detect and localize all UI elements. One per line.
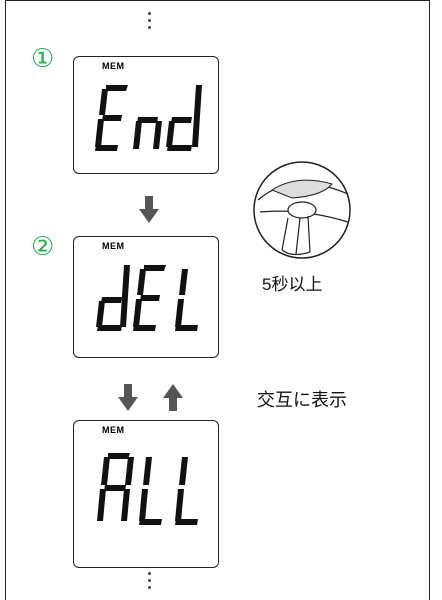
diagram-frame <box>5 0 430 600</box>
mem-indicator: MEM <box>102 61 125 71</box>
step-number-2: ② <box>31 232 55 262</box>
down-arrow-icon <box>139 196 159 228</box>
press-button-illustration <box>252 160 352 264</box>
continuation-dots-top <box>148 12 152 33</box>
step-number-1: ① <box>31 44 55 74</box>
down-arrow-icon <box>118 384 138 416</box>
lcd-display-end: MEM <box>73 56 219 174</box>
continuation-dots-bottom <box>148 572 152 593</box>
alternate-display-label: 交互に表示 <box>257 390 347 410</box>
up-arrow-icon <box>163 384 183 416</box>
lcd-display-del: MEM <box>73 236 219 358</box>
lcd-display-all: MEM <box>73 420 219 568</box>
press-duration-label: 5秒以上 <box>262 275 323 294</box>
mem-indicator: MEM <box>102 241 125 251</box>
mem-indicator: MEM <box>102 425 125 435</box>
